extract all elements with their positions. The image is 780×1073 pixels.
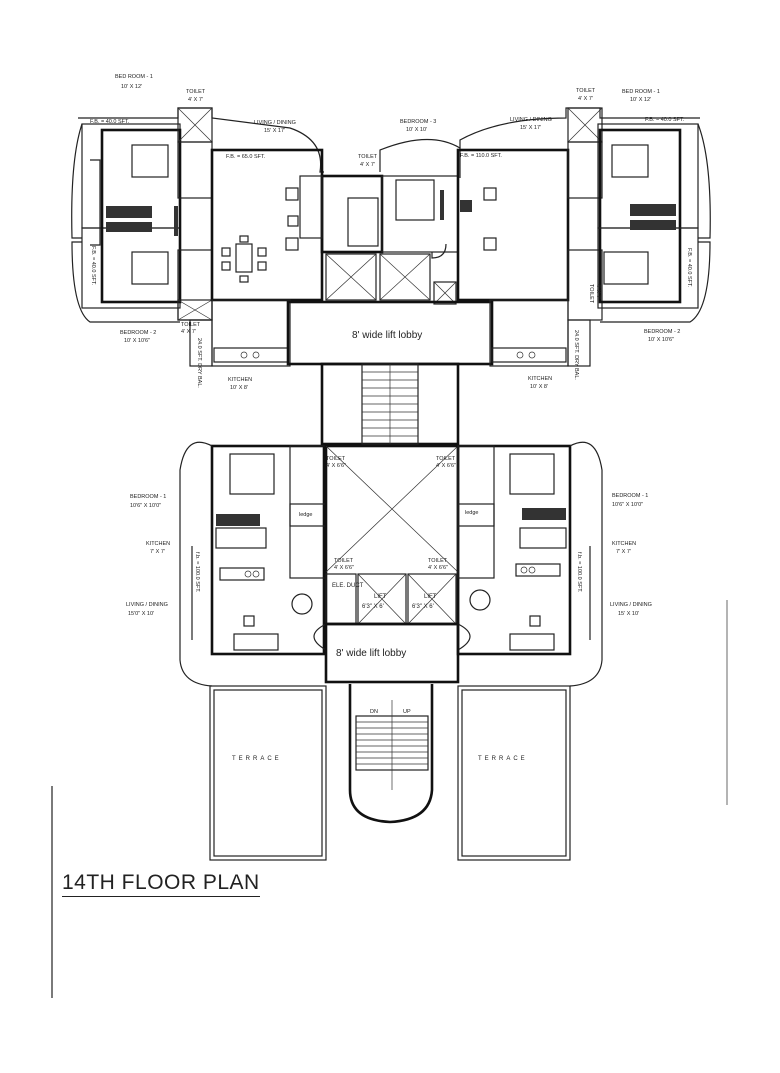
- label-upper-left-kitchen-size: 10' X 8': [230, 385, 248, 391]
- label-lower-left-living: LIVING / DINING: [126, 602, 168, 608]
- label-upper-left-living: LIVING / DINING: [254, 120, 296, 126]
- label-lower-right-fb: f.b. = 100.0 SFT.: [576, 552, 582, 593]
- label-lower-lift-lobby: 8' wide lift lobby: [336, 648, 406, 659]
- label-upper-left-toilet1: TOILET: [186, 89, 206, 95]
- upper-block: [71, 107, 711, 367]
- label-lower-right-toilet2: TOILET: [428, 558, 448, 564]
- label-lower-left-toilet1-size: 4' X 6'6": [326, 463, 346, 469]
- label-lower-right-bedroom1: BEDROOM - 1: [612, 493, 648, 499]
- label-lower-left-toilet2: TOILET: [334, 558, 354, 564]
- label-upper-left-living-size: 15' X 17': [264, 128, 285, 134]
- label-upper-right-fb-top: F.B. = 40.0 SFT.: [645, 117, 685, 123]
- label-upper-left-bedroom2-size: 10' X 10'6": [124, 338, 150, 344]
- label-upper-center-fb: F.B. = 110.0 SFT.: [460, 153, 502, 159]
- label-lower-left-terrace: TERRACE: [232, 756, 282, 762]
- label-lower-lift2: LIFT: [424, 594, 437, 600]
- label-upper-right-toilet2: TOILET: [588, 284, 594, 304]
- label-upper-left-bedroom1: BED ROOM - 1: [115, 74, 153, 80]
- label-upper-right-bedroom2-size: 10' X 10'6": [648, 337, 674, 343]
- label-lower-right-toilet2-size: 4' X 6'6": [428, 565, 448, 571]
- label-upper-right-bedroom1-size: 10' X 12': [630, 97, 651, 103]
- label-stair-down: DN: [370, 709, 378, 715]
- label-lower-right-kitchen-size: 7' X 7': [616, 549, 631, 555]
- label-lower-left-bedroom1: BEDROOM - 1: [130, 494, 166, 500]
- label-upper-right-toilet1: TOILET: [576, 88, 596, 94]
- label-lower-right-ledge: ledge: [465, 510, 478, 516]
- label-lower-lift2-size: 6'3" X 6': [412, 604, 434, 610]
- label-lower-right-toilet1-size: 4' X 6'6": [436, 463, 456, 469]
- label-upper-lift-lobby: 8' wide lift lobby: [352, 330, 422, 341]
- label-upper-center-bedroom3: BEDROOM - 3: [400, 119, 436, 125]
- label-lower-left-bedroom1-size: 10'6" X 10'0": [130, 503, 161, 509]
- label-upper-right-kitchen-size: 10' X 8': [530, 384, 548, 390]
- label-lower-right-bedroom1-size: 10'6" X 10'0": [612, 502, 643, 508]
- label-upper-left-fb-side: F.B. = 40.0 SFT.: [90, 246, 96, 286]
- label-lower-left-living-size: 15'0" X 10': [128, 611, 154, 617]
- label-upper-right-bedroom2: BEDROOM - 2: [644, 329, 680, 335]
- label-lower-lift1-size: 6'3" X 6': [362, 604, 384, 610]
- label-upper-right-toilet2-size: 4' X 7': [595, 284, 601, 299]
- label-lower-left-fb: f.b. = 100.0 SFT.: [194, 552, 200, 593]
- label-upper-left-bedroom2: BEDROOM - 2: [120, 330, 156, 336]
- label-upper-left-drybal: 24.0 SFT. DRY BAL.: [196, 338, 202, 388]
- label-lower-right-living-size: 15' X 10': [618, 611, 639, 617]
- label-lower-left-toilet2-size: 4' X 6'6": [334, 565, 354, 571]
- label-upper-left-fb-top: F.B. = 40.0 SFT.: [90, 119, 130, 125]
- label-stair-up: UP: [403, 709, 411, 715]
- staircase: [320, 362, 460, 446]
- label-lower-left-toilet1: TOILET: [326, 456, 346, 462]
- label-lower-left-kitchen: KITCHEN: [146, 541, 170, 547]
- label-upper-right-living: LIVING / DINING: [510, 117, 552, 123]
- label-lower-lift1: LIFT: [374, 594, 387, 600]
- label-upper-center-toilet-size: 4' X 7': [360, 162, 375, 168]
- label-lower-right-kitchen: KITCHEN: [612, 541, 636, 547]
- label-upper-center-toilet: TOILET: [358, 154, 378, 160]
- label-upper-right-kitchen: KITCHEN: [528, 376, 552, 382]
- label-upper-right-toilet1-size: 4' X 7': [578, 96, 593, 102]
- label-upper-center-bedroom3-size: 10' X 10': [406, 127, 427, 133]
- label-lower-ele-duct: ELE. DUCT: [332, 583, 364, 589]
- label-upper-right-living-size: 15' X 17': [520, 125, 541, 131]
- label-lower-left-kitchen-size: 7' X 7': [150, 549, 165, 555]
- label-upper-left-kitchen: KITCHEN: [228, 377, 252, 383]
- label-upper-left-fb-living: F.B. = 65.0 SFT.: [226, 154, 266, 160]
- label-upper-left-bedroom1-size: 10' X 12': [121, 84, 142, 90]
- page-title: 14TH FLOOR PLAN: [62, 871, 260, 897]
- label-lower-right-toilet1: TOILET: [436, 456, 456, 462]
- lower-block: [179, 441, 603, 861]
- label-upper-right-fb-side: F.B. = 40.0 SFT.: [686, 248, 692, 288]
- label-upper-left-toilet2-size: 4' X 7': [181, 329, 196, 335]
- label-lower-right-living: LIVING / DINING: [610, 602, 652, 608]
- label-upper-right-drybal: 24.0 SFT. DRY BAL.: [573, 330, 579, 380]
- label-upper-left-toilet1-size: 4' X 7': [188, 97, 203, 103]
- label-upper-right-bedroom1: BED ROOM - 1: [622, 89, 660, 95]
- label-lower-right-terrace: TERRACE: [478, 756, 528, 762]
- label-lower-left-ledge: ledge: [299, 512, 312, 518]
- label-upper-left-toilet2: TOILET: [181, 322, 201, 328]
